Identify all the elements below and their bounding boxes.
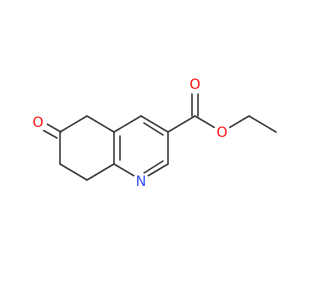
atom-ketone-oxygen: O	[29, 114, 47, 132]
bond	[86, 115, 115, 133]
bond	[143, 160, 164, 174]
bond	[248, 115, 277, 133]
atom-carbonyl-oxygen: O	[186, 76, 204, 94]
atom-label: O	[216, 125, 227, 141]
atom-label: O	[32, 115, 43, 131]
bond	[143, 122, 164, 136]
bond	[59, 115, 88, 133]
atom-ring-nitrogen: N	[132, 173, 150, 191]
molecule-structure: O N O O	[29, 76, 277, 191]
bond	[86, 163, 115, 181]
atom-ester-oxygen: O	[213, 124, 231, 142]
bond	[40, 128, 58, 139]
bond	[59, 163, 88, 181]
atom-label: N	[136, 174, 146, 190]
bond	[113, 115, 142, 133]
bond	[140, 115, 169, 133]
atom-label: O	[189, 77, 200, 93]
bond	[167, 115, 196, 133]
bond	[44, 122, 62, 133]
